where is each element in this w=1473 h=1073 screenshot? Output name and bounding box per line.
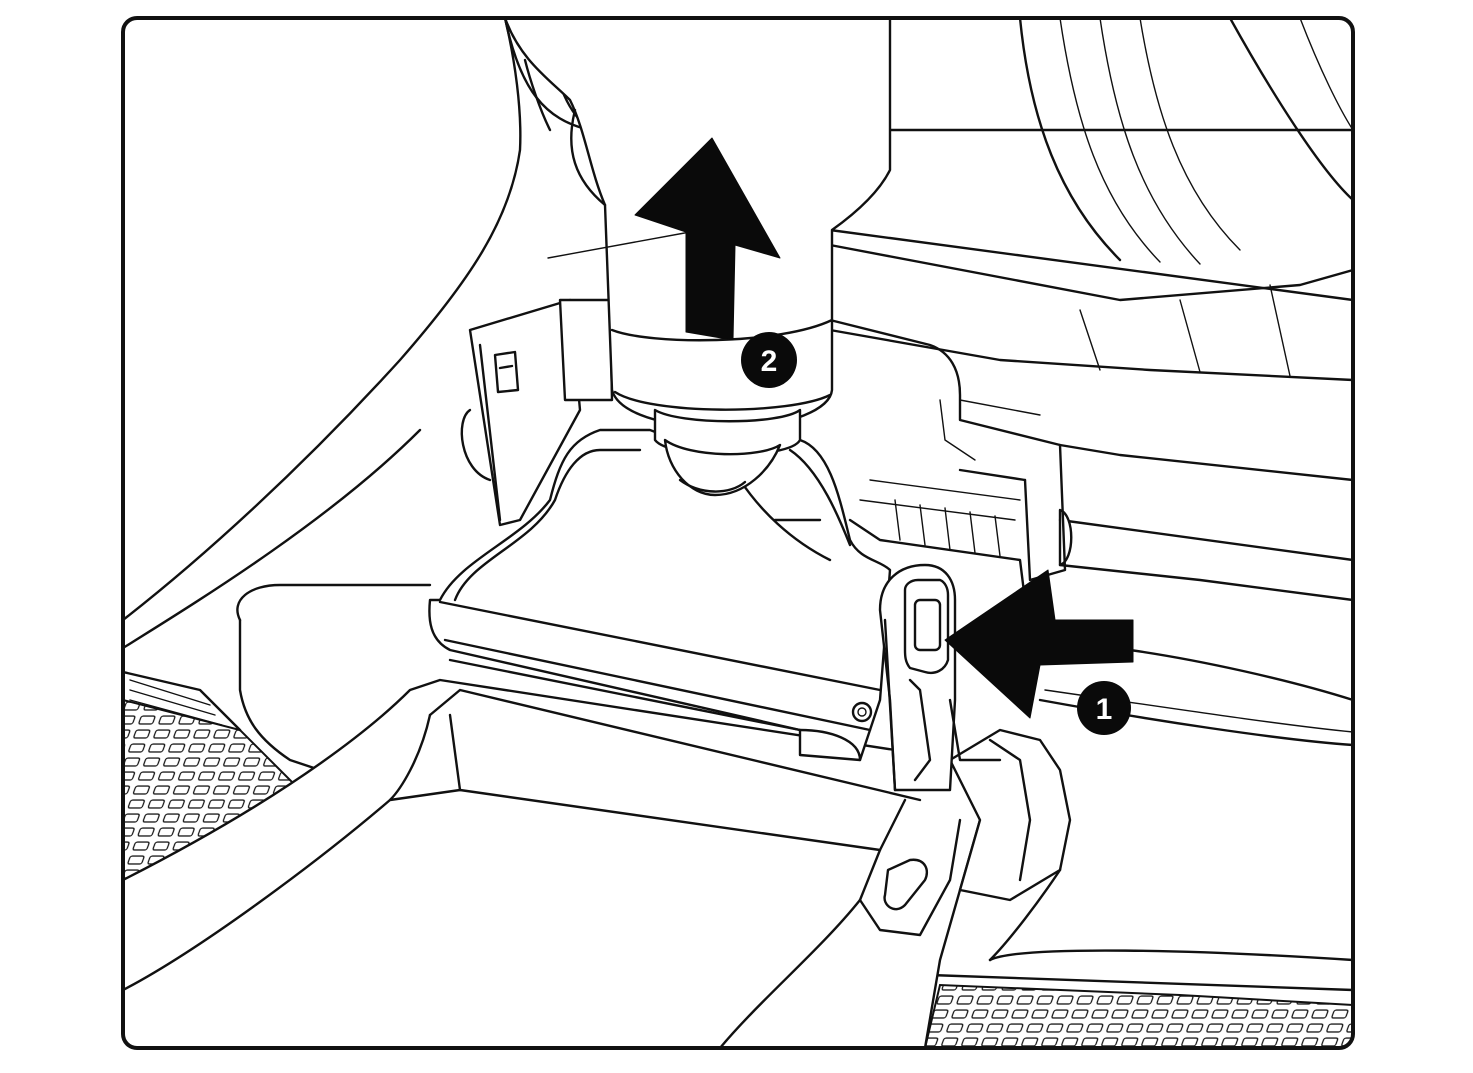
step-marker-1-label: 1 (1096, 693, 1113, 726)
step-marker-2-label: 2 (761, 345, 778, 378)
base-tray (123, 583, 1072, 1048)
right-tread (923, 949, 1353, 1048)
figure-frame (121, 16, 1355, 1050)
step-marker-2: 2 (741, 332, 797, 388)
holder-bracket (468, 298, 1067, 602)
left-arrow-icon (944, 569, 1134, 719)
step-marker-1: 1 (1077, 681, 1131, 735)
release-latch (878, 563, 1002, 792)
cleaning-head (428, 428, 892, 762)
up-arrow-icon (634, 137, 781, 341)
